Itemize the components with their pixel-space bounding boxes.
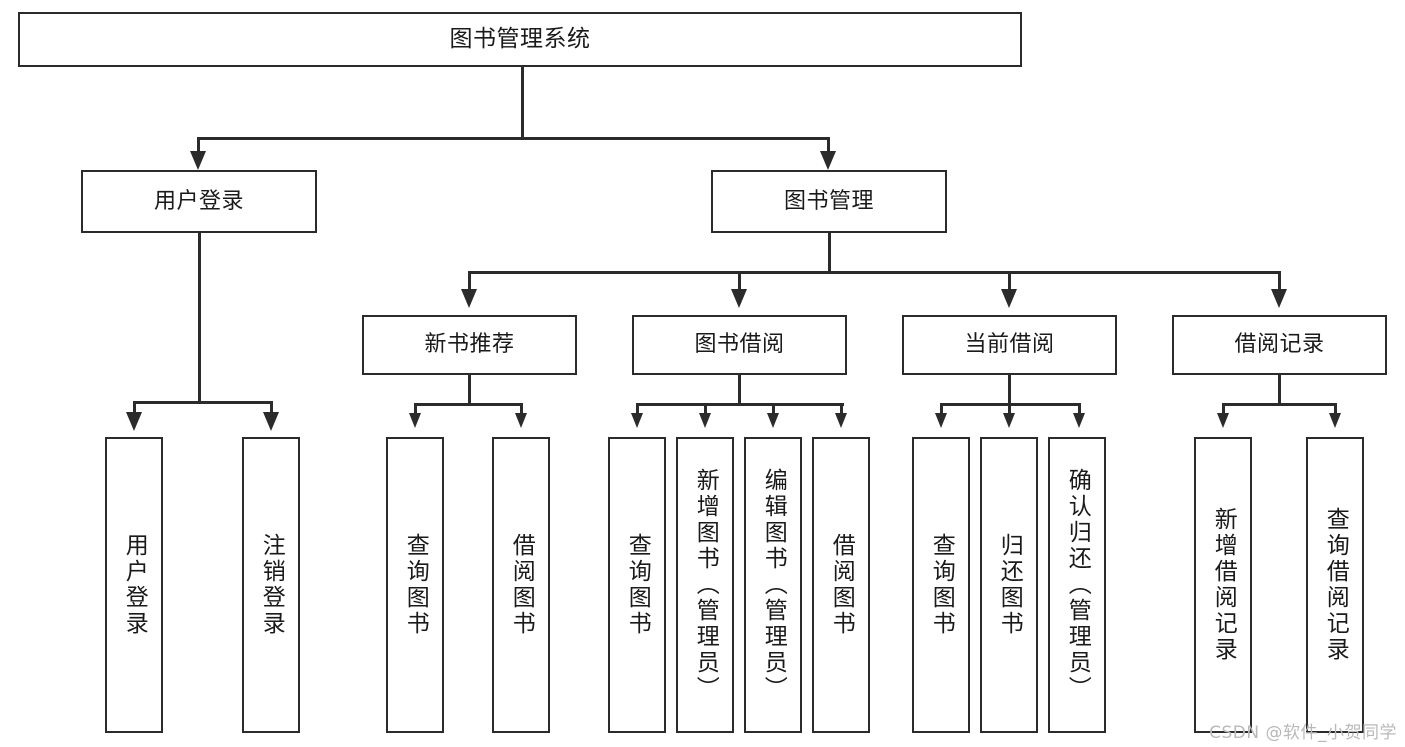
node-label: 注销登录 xyxy=(258,533,285,637)
node-label: 新增图书（管理员） xyxy=(692,468,719,702)
arrowhead-cb-leaf-1 xyxy=(935,413,947,428)
leaf-logout-login[interactable]: 注销登录 xyxy=(242,437,300,733)
arrowhead-bb-leaf-4 xyxy=(835,413,847,428)
connector-user-login-drop-2 xyxy=(270,401,273,415)
connector-user-login-drop-1 xyxy=(133,401,136,415)
arrowhead-br-leaf-1 xyxy=(1217,413,1229,428)
connector-bb-bus xyxy=(636,403,844,406)
arrowhead-user-login-leaf-2 xyxy=(263,412,279,431)
node-label: 查询图书 xyxy=(624,533,651,637)
arrowhead-nbr-leaf-2 xyxy=(515,413,527,428)
arrowhead-user-login-leaf-1 xyxy=(126,412,142,431)
connector-br-drop-2 xyxy=(1334,403,1337,415)
leaf-add-borrow-record[interactable]: 新增借阅记录 xyxy=(1194,437,1252,733)
node-label: 图书管理系统 xyxy=(449,25,591,52)
node-book-borrow[interactable]: 图书借阅 xyxy=(632,315,847,375)
connector-root-bus xyxy=(197,137,829,140)
node-label: 查询图书 xyxy=(402,533,429,637)
connector-cb-drop-1 xyxy=(940,403,943,415)
arrowhead-to-book-management xyxy=(820,151,836,170)
connector-bm-drop-4 xyxy=(1278,271,1281,293)
leaf-return-book[interactable]: 归还图书 xyxy=(980,437,1038,733)
node-label: 图书借阅 xyxy=(694,332,785,358)
arrowhead-to-user-login xyxy=(190,151,206,170)
connector-root-drop-right xyxy=(827,137,830,157)
leaf-query-book-bb[interactable]: 查询图书 xyxy=(608,437,666,733)
node-label: 查询图书 xyxy=(928,533,955,637)
arrowhead-to-new-book-recommend xyxy=(461,289,477,308)
node-label: 用户登录 xyxy=(121,533,148,637)
node-label: 编辑图书（管理员） xyxy=(760,468,787,702)
connector-br-stem xyxy=(1278,375,1281,405)
node-new-book-recommend[interactable]: 新书推荐 xyxy=(362,315,577,375)
connector-nbr-drop-2 xyxy=(520,403,523,415)
node-label: 新增借阅记录 xyxy=(1210,507,1237,663)
connector-nbr-bus xyxy=(414,403,522,406)
leaf-edit-book-admin[interactable]: 编辑图书（管理员） xyxy=(744,437,802,733)
arrowhead-to-borrow-record xyxy=(1271,289,1287,308)
arrowhead-cb-leaf-2 xyxy=(1003,413,1015,428)
arrowhead-to-current-borrow xyxy=(1001,289,1017,308)
connector-root-stem xyxy=(521,67,524,139)
connector-user-login-bus xyxy=(133,401,272,404)
leaf-confirm-return-admin[interactable]: 确认归还（管理员） xyxy=(1048,437,1106,733)
node-label: 当前借阅 xyxy=(964,332,1055,358)
node-label: 借阅图书 xyxy=(508,533,535,637)
node-label: 新书推荐 xyxy=(424,332,515,358)
connector-nbr-drop-1 xyxy=(414,403,417,415)
leaf-add-book-admin[interactable]: 新增图书（管理员） xyxy=(676,437,734,733)
connector-br-drop-1 xyxy=(1222,403,1225,415)
connector-cb-drop-2 xyxy=(1008,403,1011,415)
arrowhead-bb-leaf-1 xyxy=(631,413,643,428)
node-current-borrow[interactable]: 当前借阅 xyxy=(902,315,1117,375)
node-label: 查询借阅记录 xyxy=(1322,507,1349,663)
arrowhead-bb-leaf-2 xyxy=(699,413,711,428)
connector-bb-drop-1 xyxy=(636,403,639,415)
node-label: 借阅图书 xyxy=(828,533,855,637)
node-user-login[interactable]: 用户登录 xyxy=(81,170,317,233)
connector-cb-stem xyxy=(1008,375,1011,405)
leaf-user-login[interactable]: 用户登录 xyxy=(105,437,163,733)
connector-root-drop-left xyxy=(197,137,200,157)
connector-bm-drop-3 xyxy=(1008,271,1011,293)
connector-nbr-stem xyxy=(468,375,471,405)
connector-bb-drop-3 xyxy=(772,403,775,415)
leaf-query-book-cb[interactable]: 查询图书 xyxy=(912,437,970,733)
leaf-query-book-nbr[interactable]: 查询图书 xyxy=(386,437,444,733)
connector-bb-stem xyxy=(738,375,741,405)
leaf-borrow-book-nbr[interactable]: 借阅图书 xyxy=(492,437,550,733)
connector-bb-drop-2 xyxy=(704,403,707,415)
connector-bm-drop-1 xyxy=(468,271,471,293)
connector-br-bus xyxy=(1222,403,1336,406)
node-label: 归还图书 xyxy=(996,533,1023,637)
arrowhead-bb-leaf-3 xyxy=(767,413,779,428)
csdn-watermark: CSDN @软件_小贺同学 xyxy=(1209,723,1397,743)
connector-bb-drop-4 xyxy=(840,403,843,415)
leaf-borrow-book-bb[interactable]: 借阅图书 xyxy=(812,437,870,733)
node-label: 用户登录 xyxy=(153,188,244,214)
arrowhead-to-book-borrow xyxy=(731,289,747,308)
node-label: 确认归还（管理员） xyxy=(1064,468,1091,702)
node-borrow-record[interactable]: 借阅记录 xyxy=(1172,315,1387,375)
node-book-management[interactable]: 图书管理 xyxy=(711,170,947,233)
connector-user-login-stem xyxy=(198,233,201,403)
connector-book-management-stem xyxy=(828,233,831,273)
node-label: 借阅记录 xyxy=(1234,332,1325,358)
leaf-query-borrow-record[interactable]: 查询借阅记录 xyxy=(1306,437,1364,733)
arrowhead-nbr-leaf-1 xyxy=(409,413,421,428)
connector-bm-drop-2 xyxy=(738,271,741,293)
connector-book-management-bus xyxy=(468,271,1279,274)
arrowhead-cb-leaf-3 xyxy=(1073,413,1085,428)
arrowhead-br-leaf-2 xyxy=(1329,413,1341,428)
connector-cb-drop-3 xyxy=(1078,403,1081,415)
node-label: 图书管理 xyxy=(783,188,874,214)
node-root-book-management-system[interactable]: 图书管理系统 xyxy=(18,12,1022,67)
